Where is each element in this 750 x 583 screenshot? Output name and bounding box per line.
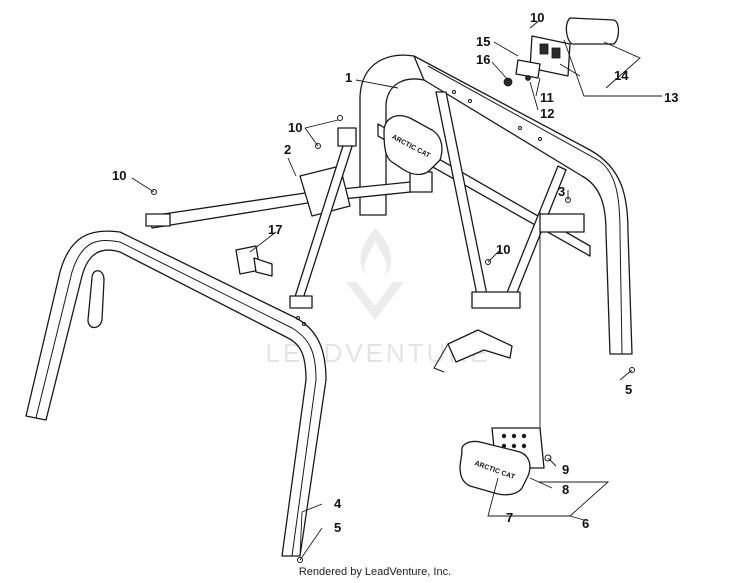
callout-10b: 10 xyxy=(288,120,302,135)
seat-back-pad: ARCTIC CAT xyxy=(383,115,443,176)
callout-8: 8 xyxy=(562,482,569,497)
leader-lines xyxy=(131,19,662,561)
fasteners xyxy=(151,115,635,563)
callout-4: 4 xyxy=(334,496,342,511)
callout-10a: 10 xyxy=(530,10,544,25)
callout-7: 7 xyxy=(506,510,513,525)
callout-11: 11 xyxy=(540,90,554,105)
callout-9: 9 xyxy=(562,462,569,477)
callout-15: 15 xyxy=(476,34,490,49)
callout-14: 14 xyxy=(614,68,629,83)
callout-5a: 5 xyxy=(625,382,632,397)
front-roll-bar xyxy=(25,230,327,557)
callout-10c: 10 xyxy=(112,168,126,183)
callout-12: 12 xyxy=(540,106,554,121)
rear-roll-bar xyxy=(359,54,633,355)
watermark-flame-icon xyxy=(360,228,391,278)
lower-light-assembly: ARCTIC CAT xyxy=(459,427,552,496)
callout-17: 17 xyxy=(268,222,282,237)
top-brace xyxy=(145,127,433,309)
mount-bracket xyxy=(433,329,513,373)
callout-1: 1 xyxy=(345,70,352,85)
callout-10d: 10 xyxy=(496,242,510,257)
callout-13: 13 xyxy=(664,90,678,105)
callout-16: 16 xyxy=(476,52,490,67)
clamp-bracket xyxy=(235,245,273,277)
callout-5b: 5 xyxy=(334,520,341,535)
tail-light-assembly xyxy=(503,17,620,87)
callout-3: 3 xyxy=(558,184,565,199)
callouts: 1 2 3 4 5 5 6 7 8 9 10 10 10 10 11 12 13… xyxy=(112,10,678,535)
watermark-chevron-icon xyxy=(346,282,404,320)
callout-6: 6 xyxy=(582,516,589,531)
callout-2: 2 xyxy=(284,142,291,157)
render-credit: Rendered by LeadVenture, Inc. xyxy=(298,566,452,578)
